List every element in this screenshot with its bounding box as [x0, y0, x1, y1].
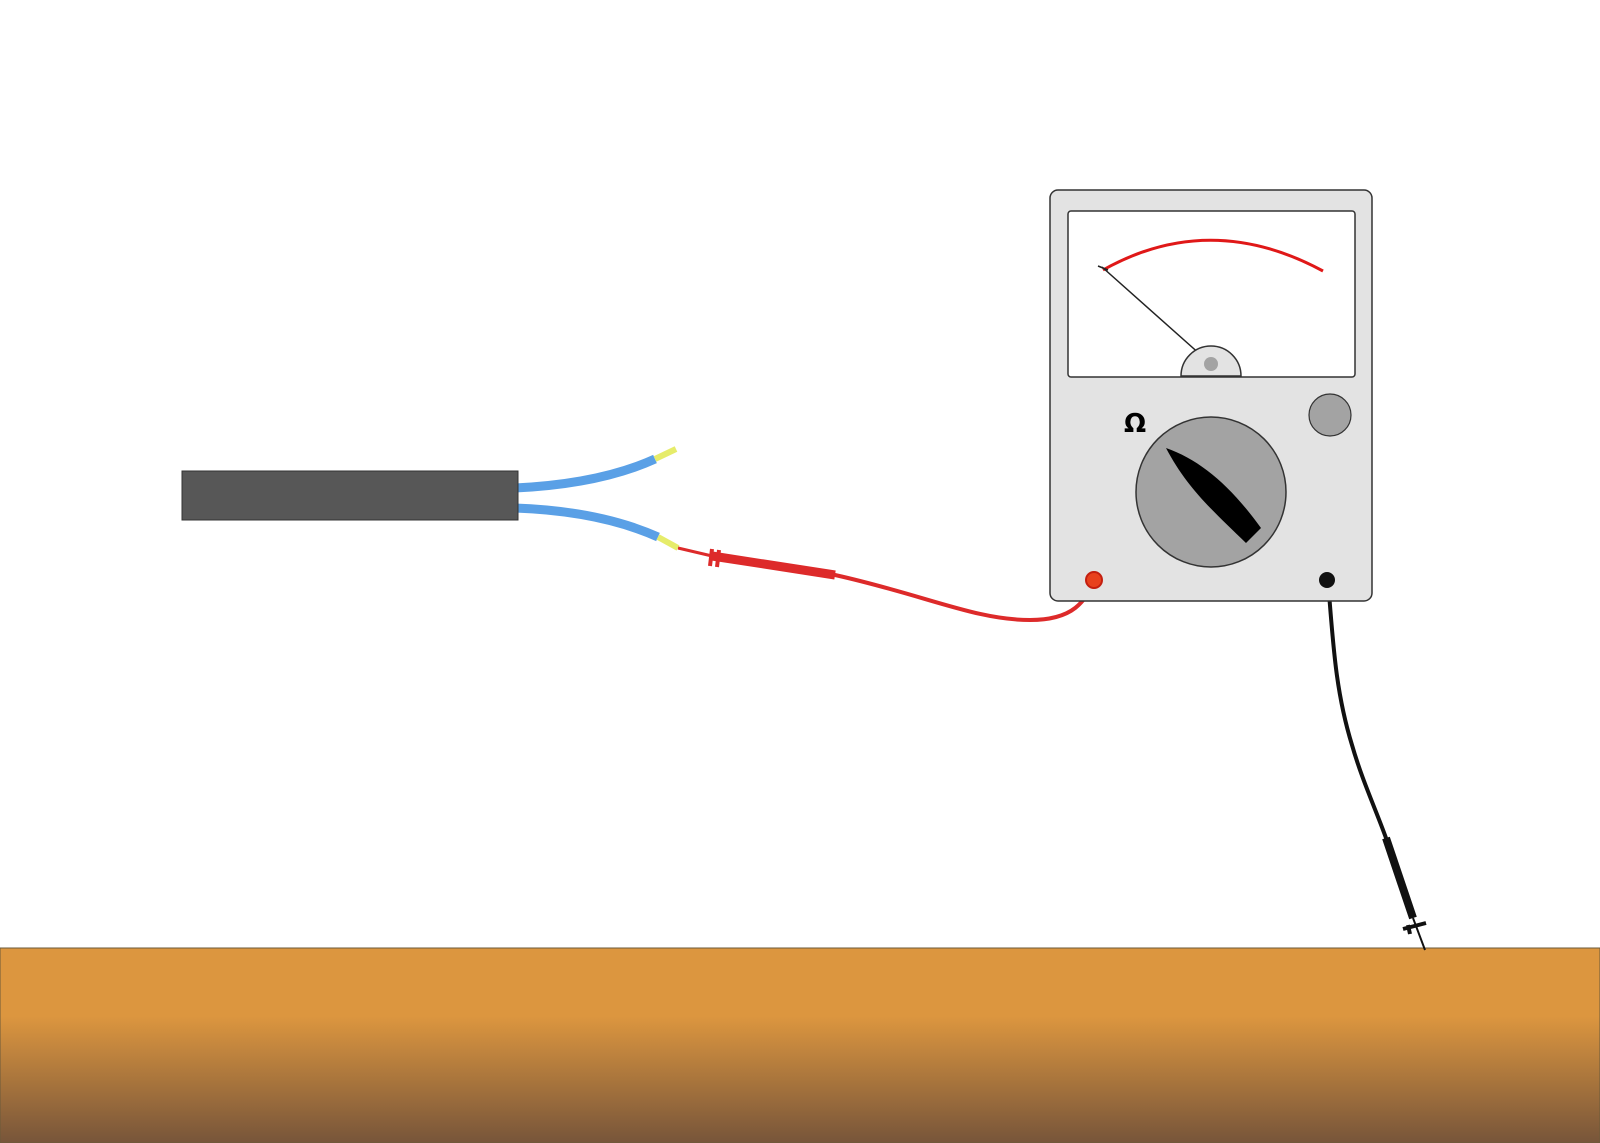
- meter-needle: [1101, 266, 1212, 365]
- mode-label-ohm: Ω: [1124, 409, 1146, 439]
- black-probe-tip: [1412, 917, 1426, 951]
- wire-lower-conductor: [656, 534, 680, 551]
- range-selector-dial[interactable]: [1135, 416, 1287, 568]
- wire-upper-conductor: [653, 446, 678, 462]
- ground-surface: [0, 947, 1600, 1143]
- wire-upper-insulation: [514, 454, 657, 493]
- red-probe-handle: [711, 551, 836, 580]
- zero-adjust-knob[interactable]: [1308, 393, 1352, 437]
- multimeter: Ω: [1049, 189, 1373, 602]
- black-lead-cable: [1326, 579, 1388, 840]
- needle-pivot: [1204, 357, 1218, 371]
- red-input-socket: [1085, 571, 1103, 589]
- cable-sheath: [181, 470, 519, 521]
- cable-assembly: [181, 446, 680, 551]
- red-probe-guard: [708, 548, 721, 568]
- dial-pointer[interactable]: [1166, 448, 1261, 543]
- red-probe-tip: [677, 546, 713, 558]
- meter-scale-arc: [1102, 238, 1324, 273]
- black-input-socket: [1319, 572, 1335, 588]
- black-test-lead: [1326, 579, 1427, 951]
- black-probe-guard: [1402, 921, 1427, 935]
- black-probe-handle: [1382, 836, 1417, 920]
- needle-zero-tick: [1097, 265, 1109, 271]
- wire-lower-insulation: [514, 503, 660, 542]
- red-test-lead: [677, 546, 1096, 623]
- red-lead-cable: [833, 573, 1096, 623]
